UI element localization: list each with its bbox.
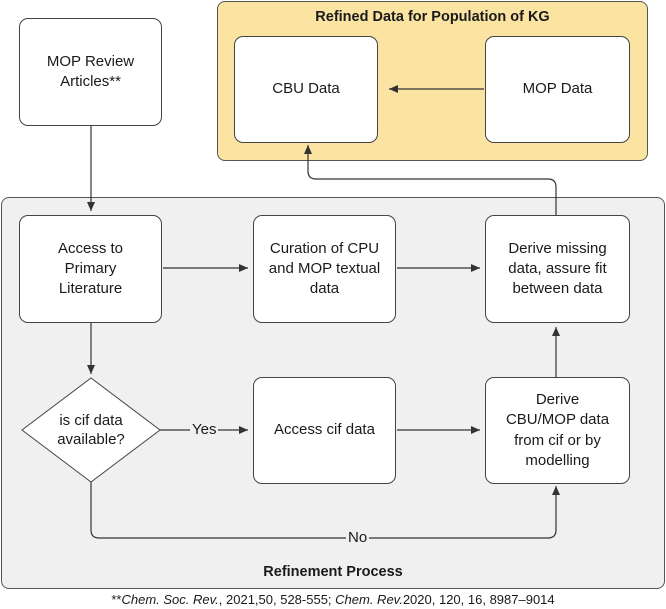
cif-available-decision-label: is cif data available? <box>57 411 125 449</box>
yes-edge-label: Yes <box>190 421 219 438</box>
footnote-text-1: , 2021,50, 528-555; <box>218 592 336 607</box>
edge-derive-missing-to-cbudata <box>304 145 557 215</box>
footnote-marker: ** <box>111 592 122 607</box>
access-cif-data-node: Access cif data <box>253 377 396 484</box>
footnote-journal-2: Chem. Rev. <box>335 592 403 607</box>
refined-data-region-title: Refined Data for Population of KG <box>315 9 550 25</box>
mop-review-articles-node: MOP Review Articles** <box>19 18 162 126</box>
edge-decision-no-to-derive-cbu <box>90 482 560 539</box>
access-primary-literature-node: Access to Primary Literature <box>19 215 162 323</box>
refinement-process-region-title: Refinement Process <box>263 564 403 580</box>
cbu-data-node: CBU Data <box>234 36 378 143</box>
derive-cbu-mop-data-node: Derive CBU/MOP data from cif or by model… <box>485 377 630 484</box>
citation-footnote: **Chem. Soc. Rev., 2021,50, 528-555; Che… <box>0 592 666 607</box>
no-edge-label: No <box>346 529 370 546</box>
derive-missing-data-node: Derive missing data, assure fit between … <box>485 215 630 323</box>
mop-data-node: MOP Data <box>485 36 630 143</box>
footnote-journal-1: Chem. Soc. Rev. <box>121 592 219 607</box>
footnote-text-2: 2020, 120, 16, 8987–9014 <box>402 592 555 607</box>
curation-textual-data-node: Curation of CPU and MOP textual data <box>253 215 396 323</box>
